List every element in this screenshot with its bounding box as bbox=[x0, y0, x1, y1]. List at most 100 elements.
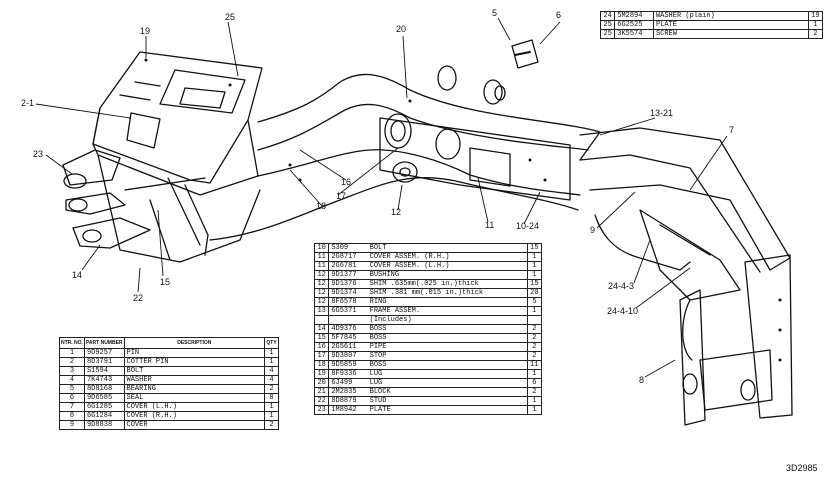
cell: 1 bbox=[526, 252, 543, 262]
cell: 2G5611 bbox=[328, 342, 368, 352]
cell: 5M2894 bbox=[614, 11, 654, 21]
cell: BUSHING bbox=[367, 270, 528, 280]
cell: 6J499 bbox=[328, 378, 368, 388]
cell: 2G8717 bbox=[328, 252, 368, 262]
cell: LUG bbox=[367, 378, 528, 388]
cell: PIPE bbox=[367, 342, 528, 352]
table-row: (Includes) bbox=[313, 315, 543, 325]
cell: 1 bbox=[264, 402, 279, 412]
cell: 10 bbox=[313, 243, 330, 253]
cell: BEARING bbox=[123, 384, 266, 394]
cell: 1 bbox=[59, 348, 85, 358]
cell: PIN bbox=[123, 348, 266, 358]
callout-8: 8 bbox=[639, 375, 645, 385]
cell: RING bbox=[367, 297, 528, 307]
callout-17: 17 bbox=[336, 191, 347, 201]
cell: SHIM .635mm(.025 in.)thick bbox=[367, 279, 528, 289]
callout-12: 12 bbox=[391, 207, 402, 217]
cell: 1 bbox=[526, 396, 543, 406]
cell: 1 bbox=[526, 261, 543, 271]
cell: BOSS bbox=[367, 333, 528, 343]
cell: 14 bbox=[313, 324, 330, 334]
cell: 6 bbox=[59, 393, 85, 403]
column-header-qty: QTY bbox=[264, 337, 279, 349]
cell: 2 bbox=[526, 351, 543, 361]
cell: 5F7845 bbox=[328, 333, 368, 343]
cell bbox=[313, 315, 330, 325]
cell: 8 bbox=[59, 411, 85, 421]
cell: 1 bbox=[526, 270, 543, 280]
callout-13-21: 13-21 bbox=[650, 108, 674, 118]
cell: WASHER (plain) bbox=[652, 11, 809, 21]
cell bbox=[328, 315, 368, 325]
cell: 11 bbox=[313, 252, 330, 262]
cell: 6G2525 bbox=[614, 20, 654, 30]
cell: WASHER bbox=[123, 375, 266, 385]
cell: 12 bbox=[313, 288, 330, 298]
callout-11: 11 bbox=[485, 220, 495, 230]
callout-16: 16 bbox=[341, 177, 352, 187]
cell: 13 bbox=[313, 306, 330, 316]
cell: 6G1284 bbox=[83, 411, 125, 421]
cell: 9D6585 bbox=[83, 393, 125, 403]
cell: 4 bbox=[59, 375, 85, 385]
cell: SEAL bbox=[123, 393, 266, 403]
cell: COTTER PIN bbox=[123, 357, 266, 367]
cell: 9D1377 bbox=[328, 270, 368, 280]
cell: 2 bbox=[526, 387, 543, 397]
cell: 9D1374 bbox=[328, 288, 368, 298]
cell: 9D3807 bbox=[328, 351, 368, 361]
cell: 8D3791 bbox=[83, 357, 125, 367]
cell: 20 bbox=[313, 378, 330, 388]
cell: 21 bbox=[313, 387, 330, 397]
cell: 16 bbox=[313, 342, 330, 352]
cell: 15 bbox=[526, 243, 543, 253]
cell: 6G5371 bbox=[328, 306, 368, 316]
cell: 2 bbox=[807, 29, 824, 39]
cell: 24 bbox=[599, 11, 616, 21]
callout-5: 5 bbox=[492, 8, 498, 18]
cell: BLOCK bbox=[367, 387, 528, 397]
cell: 6G1285 bbox=[83, 402, 125, 412]
callout-2-1: 2-1 bbox=[21, 98, 35, 108]
cell: 20 bbox=[526, 288, 543, 298]
cell: 23 bbox=[313, 405, 330, 415]
cell: 12 bbox=[313, 279, 330, 289]
cell: 19 bbox=[807, 11, 824, 21]
cell: 2 bbox=[526, 333, 543, 343]
cell: 2 bbox=[59, 357, 85, 367]
callout-25: 25 bbox=[225, 12, 236, 22]
cell: 9 bbox=[59, 420, 85, 430]
cell: 1 bbox=[526, 369, 543, 379]
cell: 12 bbox=[313, 270, 330, 280]
cell: LUG bbox=[367, 369, 528, 379]
column-header-part-number: PART NUMBER bbox=[83, 337, 125, 349]
cell: 25 bbox=[599, 20, 616, 30]
cell: 2 bbox=[264, 420, 279, 430]
